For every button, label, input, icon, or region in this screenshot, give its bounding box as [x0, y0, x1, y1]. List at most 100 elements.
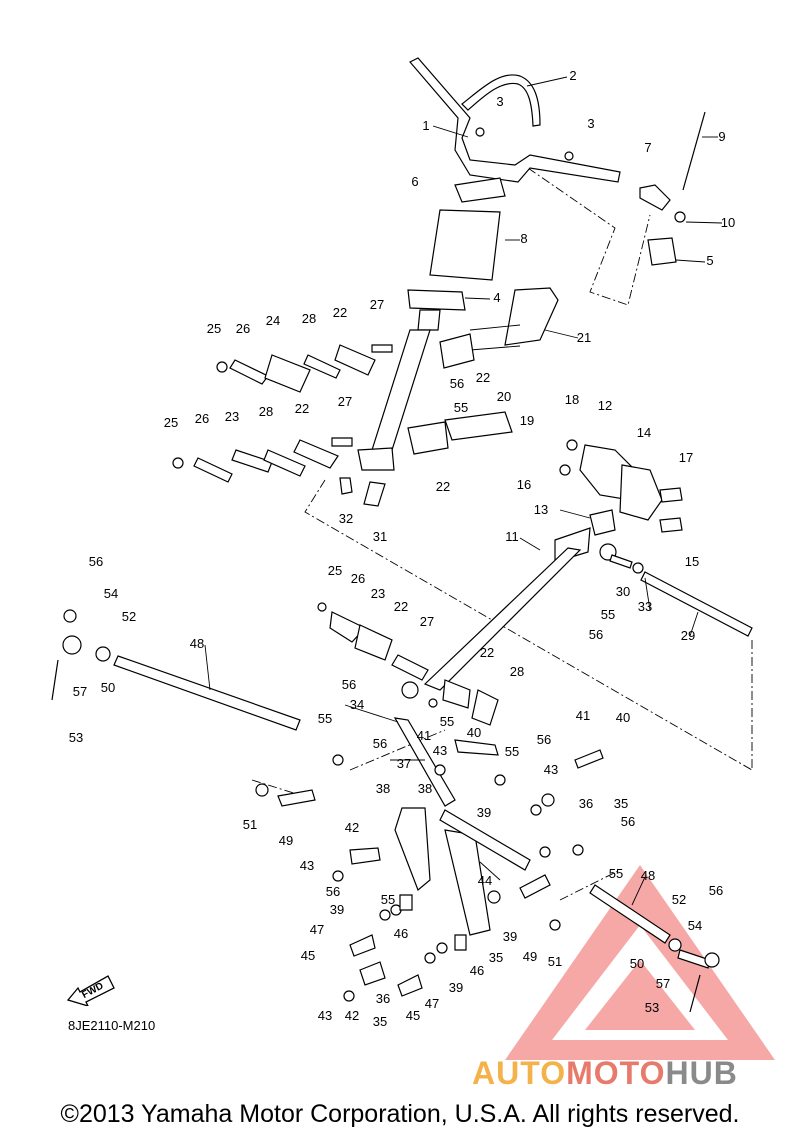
callout-45: 45	[406, 1008, 420, 1023]
callout-55: 55	[440, 714, 454, 729]
callout-23: 23	[371, 586, 385, 601]
callout-28: 28	[302, 311, 316, 326]
callout-3: 3	[587, 116, 594, 131]
callout-36: 36	[579, 796, 593, 811]
callout-56: 56	[589, 627, 603, 642]
callout-35: 35	[614, 796, 628, 811]
copyright-notice: ©2013 Yamaha Motor Corporation, U.S.A. A…	[60, 1100, 740, 1128]
callout-39: 39	[477, 805, 491, 820]
upper-link-rows	[172, 333, 513, 483]
callout-56: 56	[342, 677, 356, 692]
callout-23: 23	[225, 409, 239, 424]
callout-52: 52	[122, 609, 136, 624]
callout-49: 49	[523, 949, 537, 964]
callout-39: 39	[503, 929, 517, 944]
lower-arm-assembly	[255, 717, 604, 1002]
callout-41: 41	[417, 728, 431, 743]
callout-39: 39	[449, 980, 463, 995]
callout-51: 51	[243, 817, 257, 832]
callout-43: 43	[433, 743, 447, 758]
callout-56: 56	[373, 736, 387, 751]
callout-53: 53	[69, 730, 83, 745]
callout-6: 6	[411, 174, 418, 189]
callout-2: 2	[569, 68, 576, 83]
callout-22: 22	[333, 305, 347, 320]
exploded-parts-diagram: 1233456789101112131415161718192021222222…	[51, 57, 775, 1060]
callout-47: 47	[425, 996, 439, 1011]
callout-10: 10	[721, 215, 735, 230]
callout-22: 22	[476, 370, 490, 385]
callout-55: 55	[609, 866, 623, 881]
watermark-brand: AUTOMOTOHUB	[472, 1055, 738, 1092]
diagram-code: 8JE2110-M210	[68, 1018, 156, 1033]
callout-51: 51	[548, 954, 562, 969]
callout-54: 54	[688, 918, 702, 933]
callout-56: 56	[621, 814, 635, 829]
reference-lines	[251, 167, 753, 901]
callout-38: 38	[418, 781, 432, 796]
callout-26: 26	[351, 571, 365, 586]
callout-39: 39	[330, 902, 344, 917]
callout-35: 35	[373, 1014, 387, 1029]
callout-35: 35	[489, 950, 503, 965]
callout-46: 46	[394, 926, 408, 941]
tie-rod-left	[51, 609, 301, 731]
callout-27: 27	[420, 614, 434, 629]
callout-20: 20	[497, 389, 511, 404]
callout-4: 4	[493, 290, 500, 305]
callout-55: 55	[601, 607, 615, 622]
callout-54: 54	[104, 586, 118, 601]
callout-21: 21	[577, 330, 591, 345]
callout-56: 56	[537, 732, 551, 747]
callout-43: 43	[544, 762, 558, 777]
callout-26: 26	[236, 321, 250, 336]
callout-22: 22	[394, 599, 408, 614]
callout-38: 38	[376, 781, 390, 796]
middle-link-row	[317, 602, 499, 726]
callout-28: 28	[259, 404, 273, 419]
callout-55: 55	[318, 711, 332, 726]
callout-9: 9	[718, 129, 725, 144]
callout-43: 43	[300, 858, 314, 873]
callout-5: 5	[706, 253, 713, 268]
callout-47: 47	[310, 922, 324, 937]
callout-57: 57	[73, 684, 87, 699]
callout-7: 7	[644, 140, 651, 155]
tie-rod-lower-right	[589, 884, 720, 1013]
steering-bracket	[559, 439, 683, 533]
fwd-arrow-icon: FWD	[66, 975, 115, 1008]
column-bolt-assembly	[639, 111, 706, 266]
callout-33: 33	[638, 599, 652, 614]
callout-22: 22	[295, 401, 309, 416]
callout-15: 15	[685, 554, 699, 569]
callout-16: 16	[517, 477, 531, 492]
callout-55: 55	[381, 892, 395, 907]
callout-30: 30	[616, 584, 630, 599]
watermark-moto: MOTO	[566, 1055, 666, 1091]
callout-43: 43	[318, 1008, 332, 1023]
callout-24: 24	[266, 313, 280, 328]
callout-27: 27	[370, 297, 384, 312]
part-callout-labels: 1233456789101112131415161718192021222222…	[69, 68, 735, 1029]
callout-11: 11	[505, 529, 519, 544]
callout-56: 56	[450, 376, 464, 391]
callout-29: 29	[681, 628, 695, 643]
callout-52: 52	[672, 892, 686, 907]
callout-34: 34	[350, 697, 364, 712]
callout-26: 26	[195, 411, 209, 426]
callout-56: 56	[709, 883, 723, 898]
callout-42: 42	[345, 1008, 359, 1023]
callout-31: 31	[373, 529, 387, 544]
callout-50: 50	[630, 956, 644, 971]
callout-22: 22	[480, 645, 494, 660]
callout-12: 12	[598, 398, 612, 413]
callout-55: 55	[454, 400, 468, 415]
callout-56: 56	[89, 554, 103, 569]
callout-27: 27	[338, 394, 352, 409]
callout-40: 40	[616, 710, 630, 725]
callout-56: 56	[326, 884, 340, 899]
callout-44: 44	[478, 873, 492, 888]
callout-13: 13	[534, 502, 548, 517]
callout-1: 1	[422, 118, 429, 133]
callout-42: 42	[345, 820, 359, 835]
